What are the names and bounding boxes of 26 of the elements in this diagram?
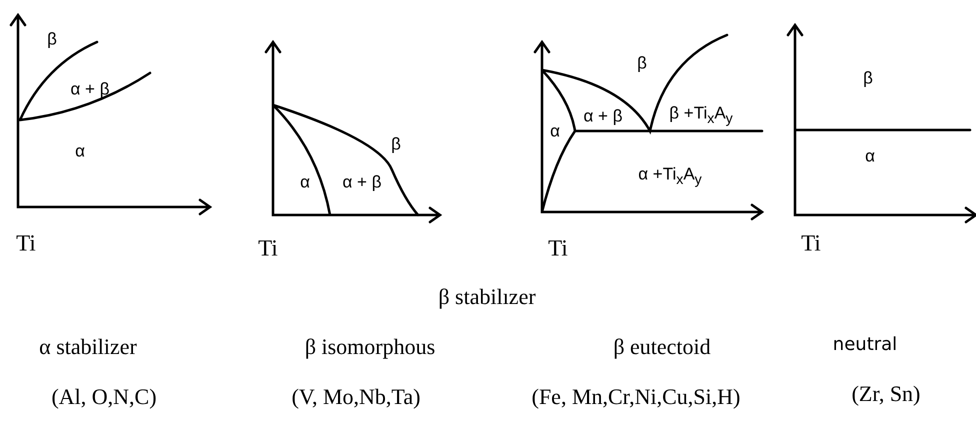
phase-label: α <box>550 122 560 142</box>
category-label: β isomorphous <box>304 334 436 360</box>
category-label: neutral <box>832 335 898 355</box>
phase-label: β <box>637 54 647 74</box>
group-heading: β stabilızer <box>438 284 536 310</box>
phase-label: α <box>300 174 310 192</box>
axis-label: Ti <box>548 235 568 261</box>
element-list: (Fe, Mn,Cr,Ni,Cu,Si,H) <box>532 384 740 410</box>
category-label: β eutectoid <box>613 334 711 360</box>
phase-label: α + β <box>342 174 382 192</box>
phase-label: β <box>863 70 873 88</box>
axis-label: Ti <box>258 235 278 261</box>
phase-label: β +Ti$_{x}$A$_{y}$ <box>669 104 733 128</box>
element-list: (Al, O,N,C) <box>51 384 157 410</box>
phase-label: β <box>47 30 57 50</box>
phase-label: β <box>391 136 401 154</box>
axis-label: Ti <box>801 230 821 256</box>
element-list: (V, Mo,Nb,Ta) <box>292 384 420 410</box>
axis-label: Ti <box>16 230 36 256</box>
phase-label: α <box>865 148 875 166</box>
phase-label: α + β <box>70 80 110 100</box>
phase-label: α + β <box>584 108 622 126</box>
element-list: (Zr, Sn) <box>852 382 920 406</box>
phase-label: α +Ti$_{x}$A$_{y}$ <box>638 166 702 188</box>
phase-label: α <box>75 142 85 162</box>
category-label: α stabilizer <box>39 334 137 360</box>
